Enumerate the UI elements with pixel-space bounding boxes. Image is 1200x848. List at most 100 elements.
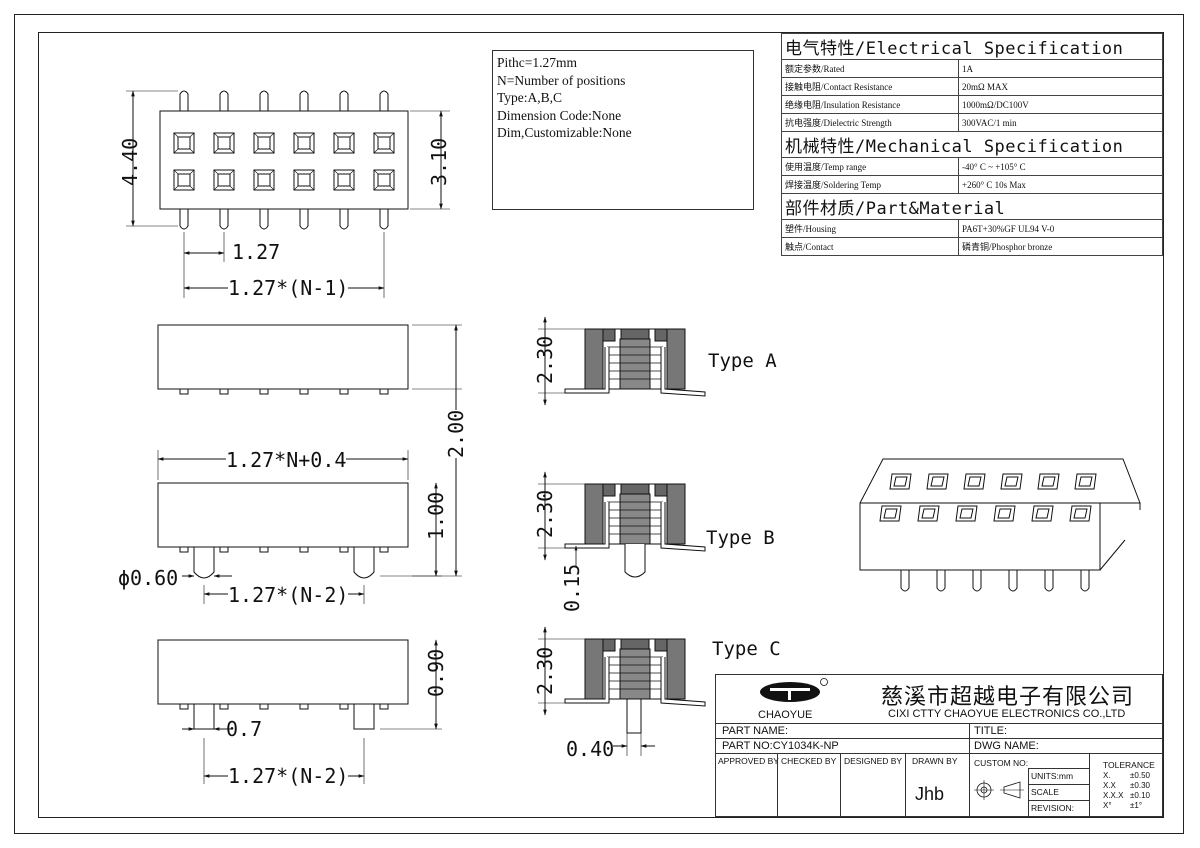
pin — [179, 90, 189, 111]
scale-cell: SCALE — [1028, 784, 1090, 801]
contact-cell-inner — [377, 173, 391, 187]
iso-cell — [1037, 473, 1060, 490]
dim-type-a-height: 2.30 — [533, 335, 557, 384]
designed-label: DESIGNED BY — [844, 756, 903, 766]
company-name-en: CIXI CTTY CHAOYUE ELECTRONICS CO.,LTD — [888, 708, 1126, 720]
cell-edge — [173, 185, 179, 191]
contact-cell-inner — [337, 136, 351, 150]
pin-foot — [379, 388, 389, 395]
pin — [339, 209, 349, 230]
iso-cell-inner — [1035, 508, 1050, 519]
iso-cell-inner — [1073, 508, 1088, 519]
drawn-label: DRAWN BY — [912, 756, 958, 766]
iso-cell — [1074, 473, 1097, 490]
dim-span-n2-c: 1.27*(N-2) — [228, 764, 349, 788]
contact-cell-inner — [257, 173, 271, 187]
tolerance-value: ±0.50 — [1130, 771, 1150, 780]
section-lead — [564, 347, 610, 394]
spec-table: 电气特性/Electrical Specification 额定参数/Rated… — [781, 33, 1163, 256]
pin — [299, 90, 309, 111]
pin-foot — [219, 388, 229, 395]
part-name-label: PART NAME: — [722, 725, 789, 737]
units-label: UNITS:mm — [1031, 771, 1074, 781]
contact-cell — [293, 169, 315, 191]
cell-edge — [373, 148, 379, 154]
spec-value: 300VAC/1 min — [958, 113, 1163, 132]
cell-edge — [189, 185, 195, 191]
designed-cell: DESIGNED BY — [840, 753, 906, 817]
section-core — [619, 648, 651, 700]
iso-pin — [900, 570, 910, 592]
contact-cell — [173, 132, 195, 154]
label-type-c: Type C — [712, 638, 781, 660]
cell-edge — [389, 185, 395, 191]
part-no: PART NO:CY1034K-NP — [722, 740, 839, 752]
cell-edge — [213, 132, 219, 138]
iso-view — [859, 458, 1141, 592]
iso-pin — [1080, 570, 1090, 592]
section-lead — [564, 502, 610, 549]
section-wall — [584, 483, 604, 545]
iso-pin — [1044, 570, 1054, 592]
top-view — [126, 90, 450, 298]
iso-cell — [1031, 505, 1054, 522]
cell-edge — [269, 185, 275, 191]
tolerance-value: ±1° — [1130, 801, 1143, 810]
contact-cell-inner — [177, 136, 191, 150]
note-line: Dim,Customizable:None — [497, 125, 632, 140]
section-lead — [564, 657, 610, 704]
contact-cell — [373, 132, 395, 154]
pin-foot — [379, 546, 389, 553]
iso-cell-inner — [959, 508, 974, 519]
section-wall — [584, 638, 604, 700]
cell-edge — [253, 132, 259, 138]
contact-cell — [333, 132, 355, 154]
iso-cell — [1000, 473, 1023, 490]
cell-edge — [389, 148, 395, 154]
spec-material-title: 部件材质/Part&Material — [781, 193, 1163, 220]
section-lead — [660, 347, 706, 397]
dim-top-inner: 3.10 — [427, 137, 451, 186]
pin-foot — [339, 388, 349, 395]
cell-edge — [173, 169, 179, 175]
spec-key: 焊接温度/Soldering Temp — [781, 175, 959, 194]
revision-cell: REVISION: — [1028, 800, 1090, 817]
spec-key: 额定参数/Rated — [781, 59, 959, 78]
section-peg — [626, 698, 642, 734]
part-no-cell: PART NO:CY1034K-NP — [715, 738, 970, 754]
dim-c-width: 0.7 — [226, 717, 263, 741]
drawer-name: Jhb — [915, 784, 945, 804]
cell-edge — [309, 185, 315, 191]
spec-value: PA6T+30%GF UL94 V-0 — [958, 219, 1163, 238]
spec-value: +260° C 10s Max — [958, 175, 1163, 194]
cell-edge — [373, 185, 379, 191]
cell-edge — [309, 132, 315, 138]
projection-symbol-icon — [974, 780, 1024, 800]
cell-edge — [293, 185, 299, 191]
cell-edge — [269, 132, 275, 138]
checked-cell: CHECKED BY — [777, 753, 841, 817]
contact-cell — [373, 169, 395, 191]
dim-type-c-width: 0.40 — [566, 737, 615, 761]
cell-edge — [333, 132, 339, 138]
cell-edge — [389, 169, 395, 175]
cell-edge — [229, 169, 235, 175]
pin — [379, 90, 389, 111]
tolerance-key: X. — [1103, 771, 1111, 780]
cell-edge — [253, 169, 259, 175]
cell-edge — [229, 185, 235, 191]
inner-border — [38, 32, 1164, 818]
pin — [299, 209, 309, 230]
section-lead — [660, 502, 706, 552]
cell-edge — [309, 148, 315, 154]
pin-foot — [379, 703, 389, 710]
cell-edge — [213, 185, 219, 191]
iso-cell — [993, 505, 1016, 522]
spec-key: 塑件/Housing — [781, 219, 959, 238]
cell-edge — [269, 169, 275, 175]
spec-value: -40° C ~ +105° C — [958, 157, 1163, 176]
pin-foot — [259, 546, 269, 553]
part-name-cell: PART NAME: — [715, 723, 970, 739]
outer-border — [14, 14, 1184, 834]
